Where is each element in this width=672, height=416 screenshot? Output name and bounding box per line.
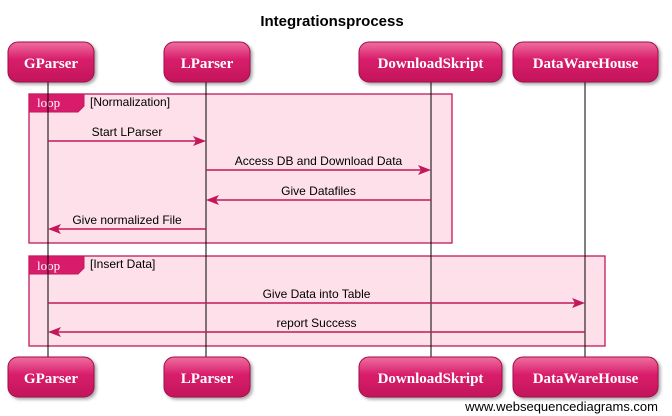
- actor-lparser-top: LParser: [163, 41, 251, 83]
- actor-label: DataWareHouse: [533, 371, 639, 387]
- message-label: report Success: [276, 316, 356, 330]
- watermark: www.websequencediagrams.com: [464, 399, 658, 414]
- actor-label: DownloadSkript: [378, 56, 484, 72]
- actor-gparser-bottom: GParser: [7, 356, 95, 398]
- message-label: Give Data into Table: [263, 287, 371, 301]
- message-access-db-and-download-data: Access DB and Download Data: [206, 154, 431, 175]
- arrow-head: [206, 195, 219, 205]
- actors-bottom: GParser LParser DownloadSkript DataWareHous…: [7, 356, 659, 398]
- arrow-head: [193, 136, 206, 146]
- message-label: Give normalized File: [72, 213, 182, 227]
- actor-label: DataWareHouse: [533, 56, 639, 72]
- actor-downloadskript-bottom: DownloadSkript: [358, 356, 503, 398]
- arrow-head: [48, 327, 61, 337]
- lifelines: [47, 82, 586, 357]
- message-label: Give Datafiles: [281, 184, 356, 198]
- actor-datawarehouse-bottom: DataWareHouse: [512, 356, 659, 398]
- diagram-title: Integrationsprocess: [260, 13, 403, 30]
- message-give-normalized-file: Give normalized File: [48, 213, 206, 234]
- arrow-head: [572, 298, 585, 308]
- arrow-head: [418, 165, 431, 175]
- message-label: Start LParser: [92, 125, 163, 139]
- message-report-success: report Success: [48, 316, 585, 337]
- actor-label: GParser: [24, 371, 78, 387]
- actor-gparser-top: GParser: [7, 41, 95, 83]
- loop-condition: [Normalization]: [90, 95, 170, 109]
- actors-top: GParser LParser DownloadSkript DataWareHous…: [7, 41, 659, 83]
- loop-label: loop: [37, 258, 60, 273]
- message-start-lparser: Start LParser: [48, 125, 206, 146]
- loop-frame-insert-data: loop [Insert Data]: [28, 255, 606, 347]
- message-give-datafiles: Give Datafiles: [206, 184, 431, 205]
- loop-condition: [Insert Data]: [90, 257, 155, 271]
- actor-label: LParser: [181, 371, 234, 387]
- actor-label: LParser: [181, 56, 234, 72]
- loop-frame-normalization: loop [Normalization]: [28, 93, 453, 244]
- actor-label: DownloadSkript: [378, 371, 484, 387]
- actor-datawarehouse-top: DataWareHouse: [512, 41, 659, 83]
- loop-label: loop: [37, 95, 60, 110]
- actor-downloadskript-top: DownloadSkript: [358, 41, 503, 83]
- message-label: Access DB and Download Data: [235, 154, 403, 168]
- actor-label: GParser: [24, 56, 78, 72]
- actor-lparser-bottom: LParser: [163, 356, 251, 398]
- message-give-data-into-table: Give Data into Table: [48, 287, 585, 308]
- arrow-head: [48, 224, 61, 234]
